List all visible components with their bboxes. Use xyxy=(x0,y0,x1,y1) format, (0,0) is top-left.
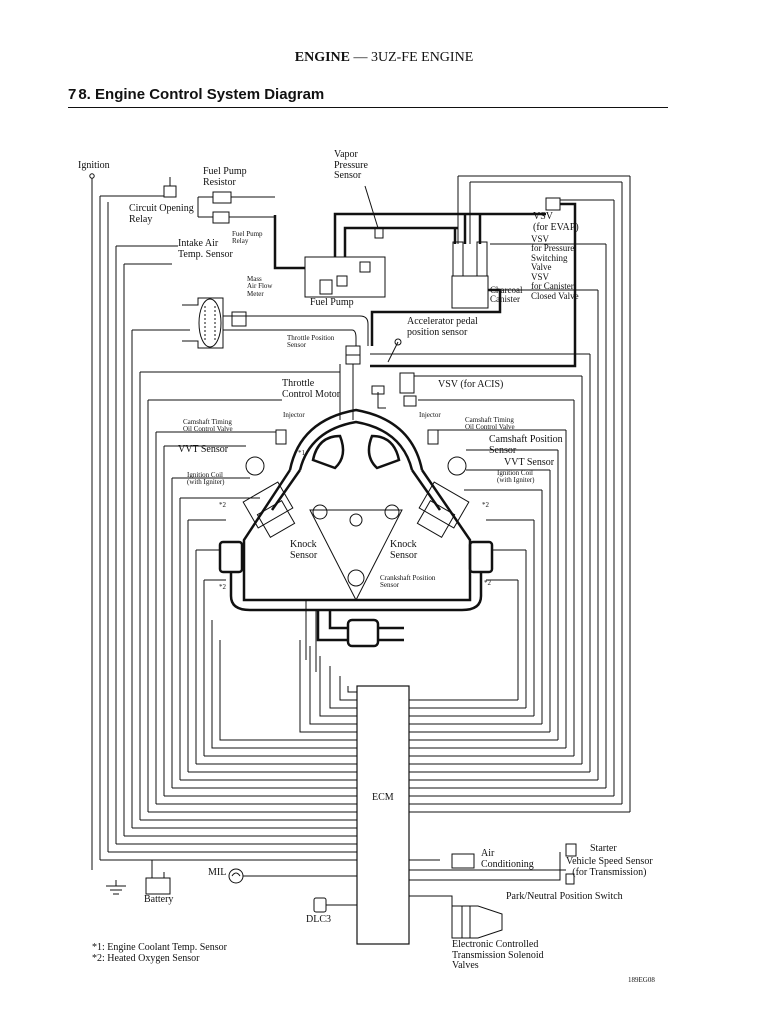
air-conditioning-symbol xyxy=(451,853,475,869)
label-vsv-acis: VSV (for ACIS) xyxy=(438,379,504,390)
ecm-box xyxy=(356,685,410,945)
label-vsv-evap: VSV (for EVAP) xyxy=(533,211,579,233)
label-star2-lower-left: *2 xyxy=(219,583,226,591)
label-star2-lower-right: *2 xyxy=(484,579,491,587)
label-ignition-coil-right: Ignition Coil (with Igniter) xyxy=(497,469,535,485)
fuel-pump-relay-symbol xyxy=(197,196,275,224)
header-dash: — xyxy=(353,50,368,65)
heading-rule xyxy=(68,107,668,108)
label-vehicle-speed: Vehicle Speed Sensor (for Transmission) xyxy=(566,856,653,878)
label-knock-right: Knock Sensor xyxy=(390,539,418,561)
vsv-evap-symbol xyxy=(545,197,561,211)
label-injector-right: Injector xyxy=(419,411,441,419)
figure-code: 189EG08 xyxy=(628,976,655,984)
label-transmission-solenoid: Electronic Controlled Transmission Solen… xyxy=(452,939,544,971)
transmission-symbol xyxy=(451,905,503,939)
dlc3-symbol xyxy=(313,897,357,913)
label-throttle-motor: Throttle Control Motor xyxy=(282,378,341,400)
ecm-left-harness xyxy=(99,196,357,861)
label-vapor-pressure: Vapor Pressure Sensor xyxy=(334,149,368,181)
mil-symbol xyxy=(228,868,357,884)
vsv-acis-symbol xyxy=(371,372,417,409)
section-number-overlap: 8. xyxy=(78,86,91,103)
vapor-pressure-sensor-symbol xyxy=(364,185,384,239)
label-vvt-left: VVT Sensor xyxy=(178,444,229,455)
label-camshaft-ocv-left: Camshaft Timing Oil Control Valve xyxy=(183,418,233,434)
label-air-conditioning: Air Conditioning xyxy=(481,848,534,870)
label-accelerator-pedal: Accelerator pedal position sensor xyxy=(407,316,478,338)
label-park-neutral: Park/Neutral Position Switch xyxy=(506,891,623,902)
label-circuit-opening-relay: Circuit Opening Relay xyxy=(129,203,194,225)
label-starter: Starter xyxy=(590,843,617,854)
exhaust-manifolds xyxy=(218,540,494,612)
label-intake-air-temp: Intake Air Temp. Sensor xyxy=(178,238,233,260)
label-ecm: ECM xyxy=(372,792,394,803)
label-knock-left: Knock Sensor xyxy=(290,539,318,561)
battery-symbol xyxy=(145,860,171,895)
accelerator-pedal-symbol xyxy=(387,338,402,363)
label-star2-upper-right: *2 xyxy=(482,501,489,509)
label-ignition: Ignition xyxy=(78,160,110,171)
air-cleaner-symbol xyxy=(182,297,224,349)
fuel-tank-symbol xyxy=(304,256,386,298)
label-fuel-pump: Fuel Pump xyxy=(310,297,354,308)
label-fuel-pump-resistor: Fuel Pump Resistor xyxy=(203,166,247,188)
vehicle-speed-sensor-symbol xyxy=(565,873,575,885)
cylinder-heads xyxy=(242,481,470,538)
label-charcoal-canister: Charcoal Canister xyxy=(490,285,523,305)
footnote-2: *2: Heated Oxygen Sensor xyxy=(92,953,200,964)
label-vsv-canister: VSV for Canister Closed Valve xyxy=(531,272,579,301)
label-ignition-coil-left: Ignition Coil (with Igniter) xyxy=(187,471,225,487)
label-camshaft-position: Camshaft Position Sensor xyxy=(489,434,563,456)
label-injector-left: Injector xyxy=(283,411,305,419)
label-star2-upper-left: *2 xyxy=(219,501,226,509)
chapter-name: ENGINE xyxy=(294,50,350,65)
circuit-opening-relay-symbol xyxy=(100,177,177,198)
label-mil: MIL xyxy=(208,867,227,878)
charcoal-canister-symbol xyxy=(451,241,489,309)
ignition-terminal xyxy=(89,173,95,870)
fuel-lines xyxy=(273,202,577,368)
footnote-1: *1: Engine Coolant Temp. Sensor xyxy=(92,942,227,953)
section-title: Engine Control System Diagram xyxy=(95,86,325,103)
engine-name: 3UZ-FE ENGINE xyxy=(370,50,474,65)
page-header: ENGINE — 3UZ-FE ENGINE xyxy=(0,50,768,66)
label-vsv-pressure: VSV for Pressure Switching Valve xyxy=(531,234,575,273)
label-star1: *1 xyxy=(298,449,305,457)
engine-block-symbol xyxy=(242,408,472,602)
throttle-body-symbol xyxy=(339,345,361,420)
label-mass-air-flow: Mass Air Flow Meter xyxy=(247,275,273,298)
label-camshaft-ocv-right: Camshaft Timing Oil Control Valve xyxy=(465,416,515,432)
label-crankshaft-position: Crankshaft Position Sensor xyxy=(380,574,436,590)
ground-symbol xyxy=(106,880,126,895)
label-dlc3: DLC3 xyxy=(306,914,331,925)
exhaust-pipe-symbol xyxy=(316,610,404,648)
label-vvt-right: VVT Sensor xyxy=(504,457,555,468)
starter-symbol xyxy=(565,843,577,857)
timing-belt-symbol xyxy=(309,504,403,602)
mass-air-flow-meter-symbol xyxy=(223,311,369,346)
vvt-sensors xyxy=(245,456,467,476)
label-battery: Battery xyxy=(144,894,174,905)
injectors xyxy=(275,429,439,445)
label-throttle-position: Throttle Position Sensor xyxy=(287,334,335,350)
fuel-pump-resistor-symbol xyxy=(212,191,232,204)
ecm-right-harness xyxy=(370,175,631,910)
label-fuel-pump-relay: Fuel Pump Relay xyxy=(232,230,263,246)
